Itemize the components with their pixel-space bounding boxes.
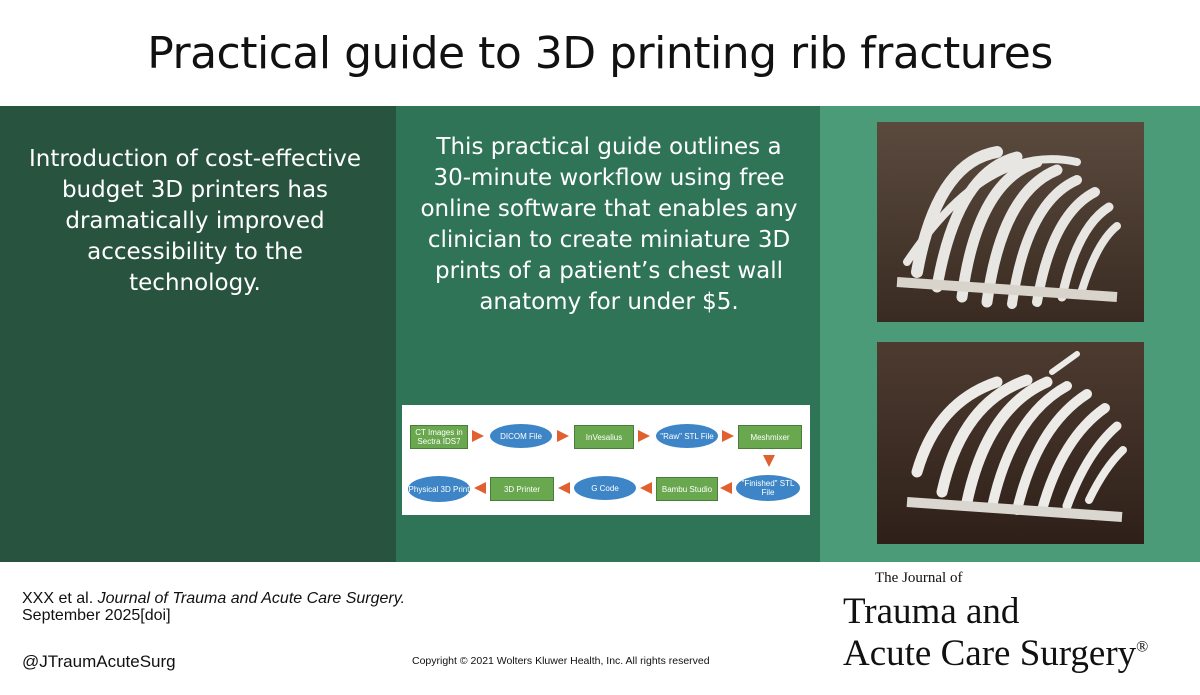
workflow-diagram: CT Images in Sectra IDS7 DICOM File InVe…: [402, 405, 810, 515]
citation: XXX et al. Journal of Trauma and Acute C…: [22, 590, 405, 624]
logo-line-2: Trauma and: [843, 591, 1020, 632]
logo-line-3-text: Acute Care Surgery: [843, 633, 1137, 674]
citation-journal: Journal of Trauma and Acute Care Surgery…: [97, 590, 406, 607]
panel-left: Introduction of cost-effective budget 3D…: [0, 106, 396, 562]
flow-node-meshmixer: Meshmixer: [738, 425, 802, 449]
page-title: Practical guide to 3D printing rib fract…: [147, 28, 1053, 79]
logo-line-3: Acute Care Surgery®: [843, 632, 1148, 675]
citation-date: September 2025[doi]: [22, 607, 171, 624]
panel-middle-text: This practical guide outlines a 30-minut…: [420, 134, 798, 315]
arrow-down-icon: [763, 455, 775, 467]
flow-node-ct-images: CT Images in Sectra IDS7: [410, 425, 468, 449]
copyright-text: Copyright © 2021 Wolters Kluwer Health, …: [412, 655, 710, 667]
citation-authors: XXX et al.: [22, 590, 94, 607]
arrow-left-icon: [474, 482, 486, 494]
arrow-left-icon: [720, 482, 732, 494]
arrow-left-icon: [558, 482, 570, 494]
rib-cage-photo-bottom: [877, 342, 1144, 544]
flow-node-physical-print: Physical 3D Print: [408, 476, 470, 502]
flow-node-bambu-studio: Bambu Studio: [656, 477, 718, 501]
flow-node-raw-stl: "Raw" STL File: [656, 424, 718, 448]
arrow-right-icon: [722, 430, 734, 442]
arrow-right-icon: [638, 430, 650, 442]
arrow-right-icon: [472, 430, 484, 442]
arrow-right-icon: [557, 430, 569, 442]
arrow-left-icon: [640, 482, 652, 494]
panel-left-text: Introduction of cost-effective budget 3D…: [28, 146, 362, 296]
logo-line-1: The Journal of: [875, 570, 963, 586]
flow-node-finished-stl: "Finished" STL File: [736, 475, 800, 501]
flow-node-g-code: G Code: [574, 476, 636, 500]
flow-node-dicom: DICOM File: [490, 424, 552, 448]
rib-cage-photo-top: [877, 122, 1144, 322]
registered-mark: ®: [1136, 638, 1149, 656]
flow-node-invesalius: InVesalius: [574, 425, 634, 449]
flow-node-3d-printer: 3D Printer: [490, 477, 554, 501]
twitter-handle[interactable]: @JTraumAcuteSurg: [22, 652, 176, 671]
